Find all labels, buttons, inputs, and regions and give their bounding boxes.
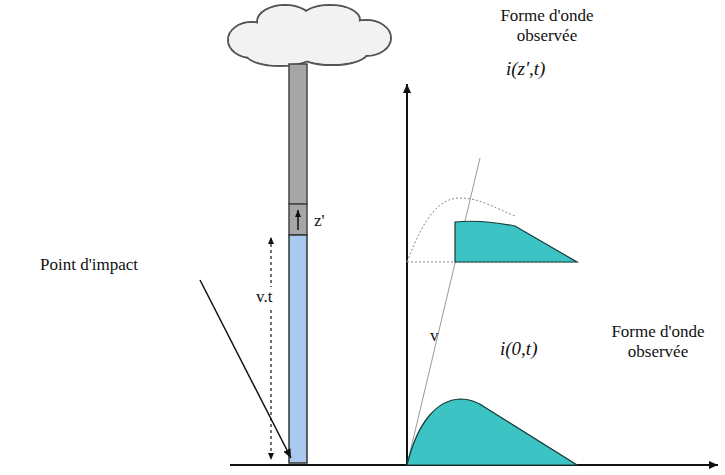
height-axis — [406, 84, 408, 466]
front-arrow — [297, 210, 299, 230]
current-label: i(0,t) — [500, 338, 537, 361]
channel-lower — [289, 235, 307, 463]
cloud — [228, 5, 391, 66]
channel-front — [289, 204, 307, 235]
lower-waveform — [407, 399, 577, 465]
impact-leader — [200, 280, 291, 458]
channel-upper — [289, 64, 307, 204]
waveform-caption: Forme d'onde observée — [598, 322, 718, 363]
velocity-label: v — [430, 326, 439, 346]
dimension-label: v.t — [254, 287, 274, 307]
waveform-caption: Forme d'onde observée — [482, 6, 612, 47]
current-label: i(z',t) — [506, 58, 545, 81]
height-dimension — [270, 238, 271, 460]
upper-waveform — [455, 221, 577, 262]
height-label: z' — [314, 211, 325, 231]
impact-label: Point d'impact — [40, 255, 138, 275]
